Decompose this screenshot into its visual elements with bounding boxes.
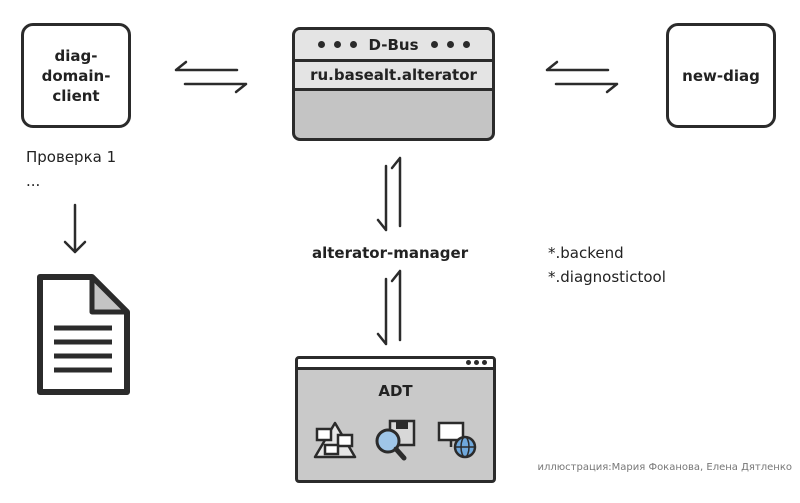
dbus-dots-left (317, 41, 357, 48)
adt-window-dots (466, 360, 487, 365)
client-note-check: Проверка 1 (26, 148, 117, 166)
down-arrow (63, 203, 87, 254)
diag-domain-client-label: diag- domain- client (41, 46, 111, 105)
adt-window: ADT (295, 356, 496, 483)
document-icon (37, 274, 130, 395)
dbus-node: D-Bus ru.basealt.alterator (292, 27, 495, 141)
diag-domain-client-node: diag- domain- client (21, 23, 131, 128)
manager-note-diagnostictool: *.diagnostictool (548, 268, 666, 286)
new-diag-node: new-diag (666, 23, 776, 128)
client-dbus-arrows (174, 60, 248, 94)
network-globe-icon (437, 421, 476, 459)
alterator-manager-label: alterator-manager (312, 244, 469, 262)
dbus-title: D-Bus (368, 35, 419, 54)
client-note-more: ... (26, 172, 41, 190)
manager-note-backend: *.backend (548, 244, 624, 262)
dbus-title-bar: D-Bus (295, 30, 492, 62)
dbus-manager-arrows (376, 156, 402, 232)
new-diag-label: new-diag (682, 66, 760, 85)
dbus-newdiag-arrows (545, 60, 619, 94)
network-topology-icon (313, 421, 356, 459)
adt-icons (298, 417, 493, 461)
manager-adt-arrows (376, 269, 402, 346)
dbus-dots-right (430, 41, 470, 48)
search-package-icon (375, 419, 415, 461)
dbus-interface: ru.basealt.alterator (295, 62, 492, 91)
adt-title-bar (298, 359, 493, 370)
adt-title: ADT (378, 382, 413, 400)
illustration-credit: иллюстрация:Мария Фоканова, Елена Дятлен… (537, 462, 792, 473)
